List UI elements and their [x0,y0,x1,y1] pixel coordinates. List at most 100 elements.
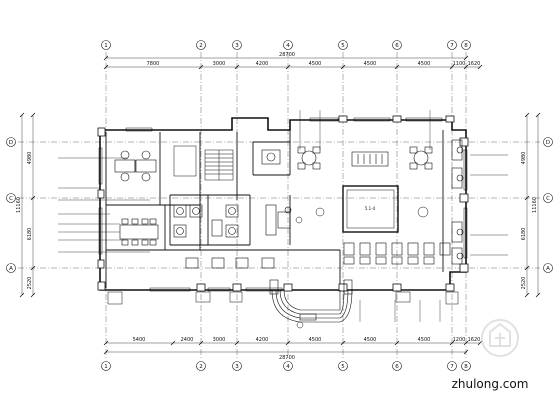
dim-top-1: 7800 [147,61,160,67]
svg-text:2: 2 [199,364,203,370]
dim-bottom-total: 28700 [279,355,295,361]
left-dimension-lines [19,112,36,298]
top-axis-bubbles: 1 2 3 4 5 6 7 8 [101,40,471,50]
dim-bottom-1: 5400 [133,337,146,343]
axis-bubble-bottom-4: 4 [283,361,293,371]
svg-text:8: 8 [464,364,468,370]
svg-text:6: 6 [395,43,399,49]
axis-bubble-left-A: A [6,263,16,273]
dim-top-3: 4200 [256,61,269,67]
dim-top-8: 1620 [468,61,481,67]
dim-right-3: 2520 [521,277,527,290]
axis-bubble-top-4: 4 [283,40,293,50]
zhulong-logo [481,319,519,357]
axis-bubble-right-C: C [543,193,553,203]
dim-bottom-6: 4500 [364,337,377,343]
axis-bubble-bottom-1: 1 [101,361,111,371]
axis-bubble-bottom-2: 2 [196,361,206,371]
dim-left-2: 6180 [27,228,33,241]
display-counter [351,151,389,167]
axis-bubble-bottom-6: 6 [392,361,402,371]
axis-bubble-right-A: A [543,263,553,273]
watermark: zhulong.com [452,319,529,391]
dim-top-2: 3000 [213,61,226,67]
svg-text:D: D [9,140,13,146]
side-axis-bubbles: D C A D C A [6,137,553,273]
dim-right-total: 11160 [532,197,538,213]
lounge-table-right [409,146,433,170]
dim-top-4: 4500 [309,61,322,67]
axis-bubble-top-7: 7 [447,40,457,50]
axis-bubble-top-3: 3 [232,40,242,50]
dim-top-5: 4500 [364,61,377,67]
svg-text:5: 5 [341,43,345,49]
axis-bubble-top-5: 5 [338,40,348,50]
svg-text:C: C [9,196,13,202]
svg-text:D: D [546,140,550,146]
dim-bottom-4: 4200 [256,337,269,343]
dim-left-total: 11160 [16,197,22,213]
svg-text:4: 4 [286,364,290,370]
dim-left-1: 4980 [27,152,33,165]
axis-bubble-bottom-3: 3 [232,361,242,371]
svg-text:3: 3 [235,364,239,370]
axis-bubble-top-2: 2 [196,40,206,50]
reception-sofa [185,204,292,269]
svg-text:2: 2 [199,43,203,49]
section-marker [296,321,304,329]
axis-bubble-top-8: 8 [461,40,471,50]
right-booths [451,139,464,265]
axis-bubble-bottom-8: 8 [461,361,471,371]
dim-right-2: 6180 [521,228,527,241]
windows [98,117,468,292]
toilet-fixtures [173,149,281,238]
svg-text:1: 1 [104,364,108,370]
svg-text:8: 8 [464,43,468,49]
annotation-leaders [58,110,508,322]
svg-text:C: C [546,196,550,202]
svg-text:6: 6 [395,364,399,370]
axis-bubble-top-1: 1 [101,40,111,50]
axis-bubble-left-D: D [6,137,16,147]
central-atrium [342,185,399,233]
dim-bottom-8: 1200 [453,337,466,343]
svg-text:A: A [9,266,13,272]
lounge-table-left [297,146,321,170]
bottom-dimension-lines [103,340,483,355]
wall-columns [97,115,469,292]
dim-bottom-9: 1620 [468,337,481,343]
stairwell [173,145,234,181]
dim-top-7: 1100 [453,61,466,67]
grid-lines [18,52,540,358]
dim-bottom-3: 3000 [213,337,226,343]
axis-bubble-right-D: D [543,137,553,147]
dim-top-total: 28700 [279,52,295,58]
office-furniture [114,150,157,182]
axis-bubble-bottom-5: 5 [338,361,348,371]
svg-text:A: A [546,266,550,272]
interior-walls [105,130,444,290]
meeting-room-furniture [119,218,159,246]
dim-top-6: 4500 [418,61,431,67]
svg-text:1: 1 [104,43,108,49]
svg-text:7: 7 [450,364,454,370]
planter-boxes [107,291,459,305]
svg-text:7: 7 [450,43,454,49]
axis-bubble-top-6: 6 [392,40,402,50]
entrance-steps [269,279,353,323]
watermark-brand: zhulong.com [452,377,529,391]
svg-text:3: 3 [235,43,239,49]
seating-row [343,242,451,265]
axis-bubble-bottom-7: 7 [447,361,457,371]
dim-bottom-5: 4500 [309,337,322,343]
axis-bubble-left-C: C [6,193,16,203]
svg-text:4: 4 [286,43,290,49]
dim-right-1: 4980 [521,152,527,165]
dim-bottom-2: 2400 [181,337,194,343]
dim-bottom-7: 4500 [418,337,431,343]
dim-left-3: 2520 [27,277,33,290]
right-dimension-lines [524,112,541,298]
planters [295,206,429,224]
room-tag: 5.1-4 [365,206,376,211]
